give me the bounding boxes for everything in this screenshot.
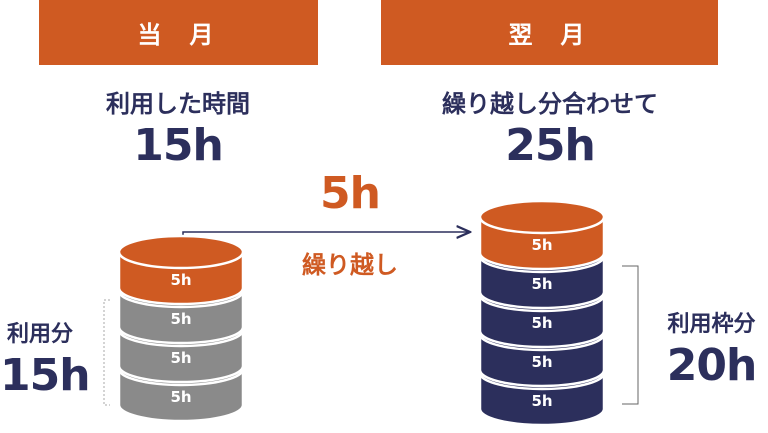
current-month-header-char-2: 月 xyxy=(189,21,220,49)
current-month-header-char-1: 当 xyxy=(137,21,168,49)
next-month-cylinder-segment-label: 5h xyxy=(531,314,552,332)
current-month-cylinder-segment: 5h xyxy=(117,234,245,306)
used-value: 15h xyxy=(0,350,91,401)
quota-value: 20h xyxy=(666,340,758,391)
carry-over-value: 5h xyxy=(320,168,381,219)
next-month-cylinder-segment: 5h xyxy=(478,199,606,271)
next-month-cylinder-segment-label: 5h xyxy=(531,353,552,371)
next-month-header-char-2: 月 xyxy=(560,21,591,49)
next-month-total: 25h xyxy=(505,120,596,171)
next-month-cylinder-segment-label: 5h xyxy=(531,236,552,254)
next-month-cylinder-stack: 5h 5h 5h 5h 5h xyxy=(478,199,606,427)
current-month-cylinder-stack: 5h 5h 5h 5h xyxy=(117,234,245,423)
used-bracket xyxy=(103,299,110,406)
next-month-cylinder-segment-label: 5h xyxy=(531,275,552,293)
next-month-header: 翌 月 xyxy=(381,0,718,65)
current-month-cylinder-segment-label: 5h xyxy=(170,310,191,328)
next-month-subtitle: 繰り越し分合わせて xyxy=(442,90,658,118)
carry-over-label: 繰り越し xyxy=(302,251,398,279)
current-month-total: 15h xyxy=(133,120,224,171)
quota-label: 利用枠分 xyxy=(667,312,756,337)
used-label: 利用分 xyxy=(6,322,73,347)
current-month-subtitle: 利用した時間 xyxy=(106,90,250,118)
current-month-header: 当 月 xyxy=(39,0,318,65)
current-month-cylinder-segment-label: 5h xyxy=(170,349,191,367)
next-month-cylinder-segment-label: 5h xyxy=(531,392,552,410)
current-month-cylinder-segment-label: 5h xyxy=(170,388,191,406)
quota-bracket xyxy=(622,265,639,405)
current-month-cylinder-segment-label: 5h xyxy=(170,271,191,289)
next-month-header-char-1: 翌 xyxy=(508,21,539,49)
